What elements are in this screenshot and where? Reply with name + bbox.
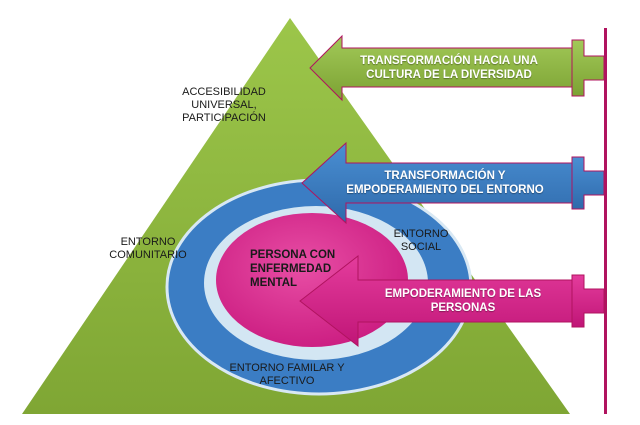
label-center-line2: ENFERMEDAD (250, 263, 332, 275)
label-comunitario-line1: ENTORNO (120, 236, 176, 248)
label-familiar-line2: AFECTIVO (259, 375, 315, 387)
label-comunitario-line2: COMUNITARIO (109, 249, 187, 261)
arrow-bottom-pink (299, 254, 605, 348)
label-social: ENTORNO SOCIAL (393, 228, 449, 254)
label-familiar-line1: ENTORNO FAMILAR Y (229, 362, 345, 374)
label-center-line1: PERSONA CON (250, 249, 336, 261)
arrow-bottom-line2: PERSONAS (430, 302, 496, 314)
arrow-middle-text: TRANSFORMACIÓN Y EMPODERAMIENTO DEL ENTO… (322, 169, 568, 197)
arrow-top-line1: TRANSFORMACIÓN HACIA UNA (360, 55, 538, 67)
label-familiar: ENTORNO FAMILAR Y AFECTIVO (212, 362, 362, 388)
arrow-bottom-line1: EMPODERAMIENTO DE LAS (384, 288, 542, 300)
arrow-middle-blue (301, 141, 605, 225)
arrow-bottom-text: EMPODERAMIENTO DE LAS PERSONAS (362, 287, 564, 315)
arrow-top-green (309, 34, 605, 102)
label-comunitario: ENTORNO COMUNITARIO (98, 236, 198, 262)
vertical-line (604, 28, 607, 414)
arrow-top-line2: CULTURA DE LA DIVERSIDAD (366, 69, 532, 81)
label-accesibilidad-line2: UNIVERSAL, (191, 99, 257, 111)
label-accesibilidad-line1: ACCESIBILIDAD (182, 86, 266, 98)
label-center-line3: MENTAL (250, 277, 298, 289)
label-accesibilidad: ACCESIBILIDAD UNIVERSAL, PARTICIPACIÓN (168, 86, 280, 125)
arrow-middle-line2: EMPODERAMIENTO DEL ENTORNO (346, 184, 544, 196)
arrow-middle-line1: TRANSFORMACIÓN Y (384, 170, 506, 182)
label-social-line2: SOCIAL (400, 241, 442, 253)
arrow-top-text: TRANSFORMACIÓN HACIA UNA CULTURA DE LA D… (336, 54, 562, 82)
label-accesibilidad-line3: PARTICIPACIÓN (182, 112, 266, 124)
label-center: PERSONA CON ENFERMEDAD MENTAL (250, 248, 335, 290)
label-social-line1: ENTORNO (393, 228, 449, 240)
